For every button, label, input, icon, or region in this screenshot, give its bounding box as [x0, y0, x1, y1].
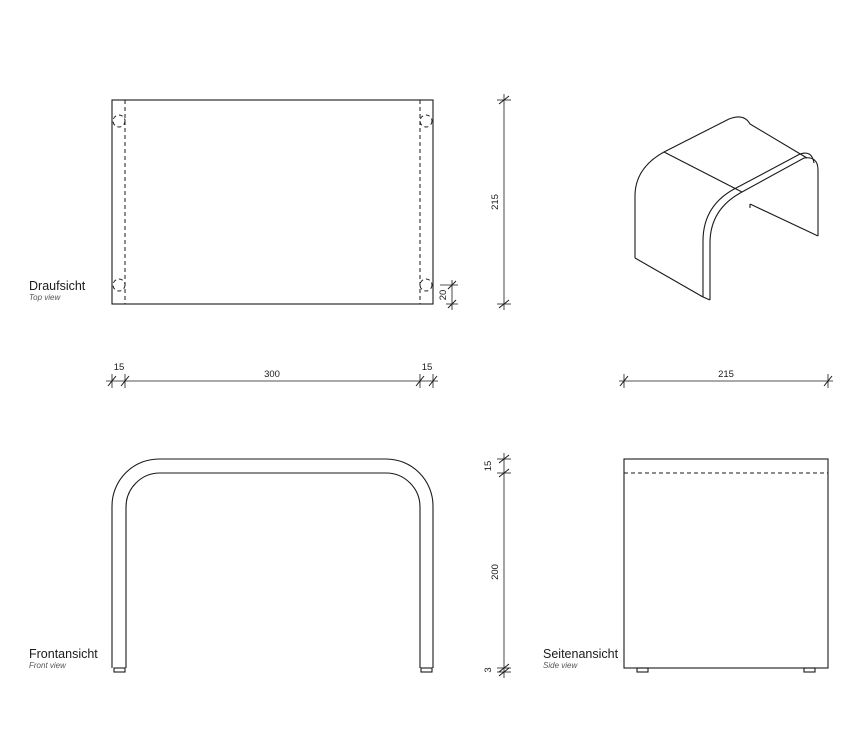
- dim-height-bottom-label: 3: [483, 667, 494, 672]
- side-view: [623, 458, 829, 673]
- foot-marker-bottom-right: [419, 278, 433, 292]
- foot-marker-top-right: [419, 114, 433, 128]
- foot-marker-bottom-left: [112, 278, 126, 292]
- dim-width-right-label: 15: [422, 362, 433, 373]
- dim-width-chain: 15 300 15: [106, 362, 438, 388]
- side-view-title: Seitenansicht: [543, 647, 619, 661]
- dim-height-top-label: 15: [483, 461, 494, 472]
- dim-foot-offset-tick-bottom: [447, 299, 457, 309]
- dim-width-tick-1: [107, 375, 117, 387]
- dim-top-depth-label: 215: [490, 194, 501, 210]
- dim-height-main-label: 200: [490, 564, 501, 580]
- dim-height-chain: 15 200 3: [483, 453, 511, 678]
- dim-height-tick-1: [498, 454, 510, 464]
- foot-marker-top-left: [112, 114, 126, 128]
- side-view-subtitle: Side view: [543, 661, 578, 670]
- side-view-left-foot: [636, 667, 649, 673]
- iso-bottom-left-edge: [634, 257, 704, 298]
- dim-top-depth: 215: [490, 94, 511, 310]
- top-view-subtitle: Top view: [29, 293, 62, 302]
- dim-side-depth-tick-left: [619, 375, 629, 387]
- iso-inner-profile: [702, 152, 815, 297]
- iso-foot-edge: [702, 296, 711, 301]
- top-view: [111, 99, 434, 305]
- dim-width-tick-2: [120, 375, 130, 387]
- top-view-title: Draufsicht: [29, 279, 86, 293]
- isometric-view: [634, 116, 819, 301]
- dim-foot-offset-label: 20: [438, 290, 449, 301]
- front-view-left-foot: [113, 667, 126, 673]
- dim-width-tick-4: [428, 375, 438, 387]
- front-view-right-foot: [420, 667, 433, 673]
- dim-width-main-label: 300: [264, 369, 280, 380]
- iso-top-edge-front: [663, 151, 743, 193]
- dim-width-tick-3: [415, 375, 425, 387]
- side-view-outline: [623, 458, 829, 669]
- dim-side-depth: 215: [619, 369, 833, 388]
- front-view-inner-profile: [125, 472, 421, 668]
- side-view-right-foot: [803, 667, 816, 673]
- top-view-outline: [111, 99, 434, 305]
- dim-foot-offset: 20: [438, 280, 458, 310]
- dim-side-depth-tick-right: [823, 375, 833, 387]
- dim-foot-offset-tick-top: [447, 280, 457, 290]
- front-view-subtitle: Front view: [29, 661, 67, 670]
- iso-back-outer: [634, 116, 808, 258]
- dim-height-tick-4: [498, 667, 510, 677]
- front-view-outer-profile: [111, 458, 434, 668]
- dim-height-tick-3: [498, 663, 510, 673]
- dim-side-depth-label: 215: [718, 369, 734, 380]
- front-view: [111, 458, 434, 673]
- dim-height-tick-2: [498, 468, 510, 478]
- dim-width-left-label: 15: [114, 362, 125, 373]
- front-view-title: Frontansicht: [29, 647, 98, 661]
- iso-underside-back: [749, 203, 819, 237]
